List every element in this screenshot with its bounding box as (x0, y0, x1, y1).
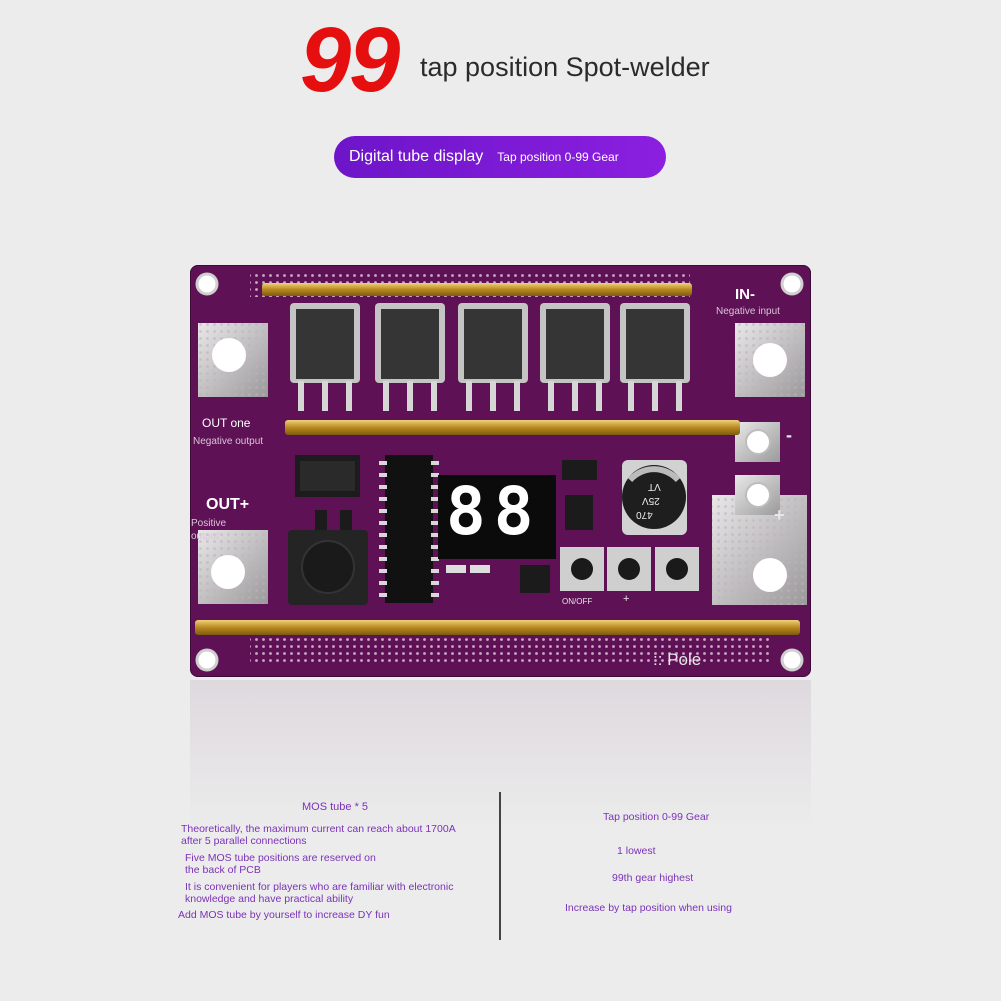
out-plus-label: OUT+ (206, 496, 250, 513)
mosfet-4 (540, 303, 610, 411)
pcb-drawing (195, 271, 807, 672)
negative-output-label: Negative output (193, 436, 264, 447)
main-ic (379, 455, 439, 603)
feature-main-label: Digital tube display (349, 148, 484, 165)
negative-input-label: Negative input (716, 306, 780, 317)
seven-segment-display: 88 (446, 473, 542, 550)
notes-left-line-3: Five MOS tube positions are reserved on (185, 852, 376, 864)
button-plus-label: + (623, 593, 630, 605)
notes-left-line-1: Theoretically, the maximum current can r… (181, 823, 456, 835)
mosfet-3 (458, 303, 528, 411)
mosfet-row (290, 303, 690, 411)
capacitor-value: 470 (636, 509, 653, 520)
divider (499, 792, 501, 940)
feature-sub-label: Tap position 0-99 Gear (497, 150, 619, 164)
mosfet-1 (290, 303, 360, 411)
feature-badge: Digital tube display Tap position 0-99 G… (334, 136, 666, 178)
notes-right-heading: Tap position 0-99 Gear (603, 811, 710, 823)
mosfet-5 (620, 303, 690, 411)
notes-left-line-4: the back of PCB (185, 864, 261, 876)
title-text: tap position Spot-welder (420, 52, 710, 82)
out-one-label: OUT one (202, 416, 251, 430)
minus-sign: - (786, 425, 792, 445)
notes-right-line-3: Increase by tap position when using (565, 902, 732, 914)
plus-sign: + (774, 505, 785, 525)
spot-welder-pcb: 88 IN- Negative input OUT one Negative o… (190, 265, 811, 677)
capacitor-voltage: 25V (642, 495, 660, 506)
pole-label: :: Pole (653, 650, 702, 669)
output-label: output (191, 531, 219, 542)
mount-holes (195, 272, 804, 672)
notes-left-heading: MOS tube * 5 (302, 801, 369, 813)
notes-right-line-2: 99th gear highest (612, 872, 694, 884)
push-buttons (560, 547, 699, 591)
title-number: 99 (300, 9, 400, 111)
gold-bus-bars (195, 283, 800, 635)
notes-left-line-7: Add MOS tube by yourself to increase DY … (178, 909, 390, 921)
seven-segment-module (438, 475, 556, 559)
in-minus-label: IN- (735, 286, 755, 303)
notes-left-line-2: after 5 parallel connections (181, 835, 307, 847)
notes-left-line-5: It is convenient for players who are fam… (185, 881, 454, 893)
on-off-label: ON/OFF (562, 597, 593, 606)
mosfet-2 (375, 303, 445, 411)
terminal-pads (198, 323, 807, 605)
notes-left-line-6: knowledge and have practical ability (185, 893, 354, 905)
notes-right-line-1: 1 lowest (617, 845, 656, 857)
positive-label: Positive (191, 518, 227, 529)
capacitor (622, 460, 687, 535)
capacitor-vt: VT (648, 481, 661, 492)
